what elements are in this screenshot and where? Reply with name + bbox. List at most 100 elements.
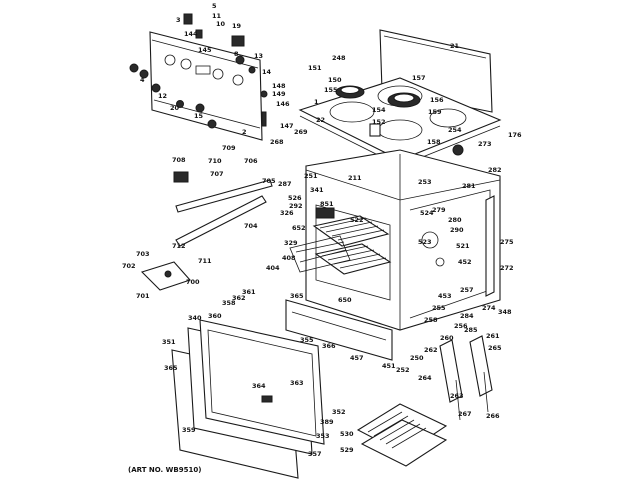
- callout-357: 357: [308, 450, 322, 458]
- callout-14: 14: [262, 68, 272, 76]
- callout-275: 275: [500, 238, 514, 246]
- callout-292: 292: [289, 202, 303, 210]
- callout-280: 280: [448, 216, 462, 224]
- callout-452: 452: [458, 258, 472, 266]
- callout-3: 3: [176, 16, 181, 24]
- callout-274: 274: [482, 304, 496, 312]
- callout-348: 348: [498, 308, 512, 316]
- callout-261: 261: [486, 332, 500, 340]
- callout-284: 284: [460, 312, 474, 320]
- oven-cabinet: [305, 149, 501, 331]
- callout-157: 157: [412, 74, 426, 82]
- callout-248: 248: [332, 54, 346, 62]
- callout-711: 711: [198, 257, 212, 265]
- callout-159: 159: [428, 108, 442, 116]
- callout-269: 269: [294, 128, 308, 136]
- callout-358: 358: [222, 299, 236, 307]
- callout-352: 352: [332, 408, 346, 416]
- callout-10: 10: [216, 20, 226, 28]
- callout-21: 21: [450, 42, 460, 50]
- callout-712: 712: [172, 242, 186, 250]
- art-number-caption: (ART NO. WB9510): [128, 466, 202, 474]
- callout-272: 272: [500, 264, 514, 272]
- callout-340: 340: [188, 314, 202, 322]
- oven-racks: [312, 207, 392, 275]
- side-rails: [175, 179, 495, 297]
- callout-700: 700: [186, 278, 200, 286]
- callout-710: 710: [208, 157, 222, 165]
- callout-351: 351: [162, 338, 176, 346]
- callout-650: 650: [338, 296, 352, 304]
- callout-523: 523: [418, 238, 432, 246]
- oven-door: [171, 319, 325, 479]
- callout-363: 363: [290, 379, 304, 387]
- callout-851: 851: [320, 200, 334, 208]
- callout-364: 364: [252, 382, 266, 390]
- callout-457: 457: [350, 354, 364, 362]
- callout-258: 258: [424, 316, 438, 324]
- callout-254: 254: [448, 126, 462, 134]
- callout-211: 211: [348, 174, 362, 182]
- callout-524: 524: [420, 209, 434, 217]
- callout-156: 156: [430, 96, 444, 104]
- callout-13: 13: [254, 52, 263, 60]
- callout-362: 362: [232, 294, 246, 302]
- callout-264: 264: [418, 374, 432, 382]
- callout-11: 11: [212, 12, 222, 20]
- callout-355: 355: [300, 336, 314, 344]
- callout-703: 703: [136, 250, 150, 258]
- callout-147: 147: [280, 122, 294, 130]
- callout-365: 365: [164, 364, 178, 372]
- callout-287: 287: [278, 180, 292, 188]
- callout-453: 453: [438, 292, 452, 300]
- callout-15: 15: [194, 112, 204, 120]
- callout-1: 1: [314, 98, 319, 106]
- callout-255: 255: [432, 304, 446, 312]
- callout-19: 19: [232, 22, 242, 30]
- callout-262: 262: [424, 346, 438, 354]
- surface-elements: [335, 85, 464, 156]
- callout-408: 408: [282, 254, 296, 262]
- callout-145: 145: [198, 46, 212, 54]
- callout-365: 365: [290, 292, 304, 300]
- broiler-element: [289, 235, 351, 273]
- callout-151: 151: [308, 64, 322, 72]
- callout-257: 257: [460, 286, 474, 294]
- callout-176: 176: [508, 131, 522, 139]
- broiler-pan: [356, 403, 448, 467]
- callout-253: 253: [418, 178, 432, 186]
- callout-709: 709: [222, 144, 236, 152]
- callout-329: 329: [284, 239, 298, 247]
- callout-290: 290: [450, 226, 464, 234]
- callout-285: 285: [464, 326, 478, 334]
- door-hinges: [439, 335, 493, 421]
- callout-526: 526: [288, 194, 302, 202]
- callout-530: 530: [340, 430, 354, 438]
- callout-22: 22: [316, 116, 325, 124]
- callout-267: 267: [458, 410, 472, 418]
- callout-652: 652: [292, 224, 306, 232]
- callout-251: 251: [304, 172, 318, 180]
- callout-152: 152: [372, 118, 386, 126]
- callout-2: 2: [242, 128, 247, 136]
- callout-158: 158: [427, 138, 441, 146]
- callout-704: 704: [244, 222, 258, 230]
- callout-252: 252: [396, 366, 410, 374]
- callout-451: 451: [382, 362, 396, 370]
- callout-522: 522: [350, 216, 364, 224]
- callout-282: 282: [488, 166, 502, 174]
- callout-266: 266: [486, 412, 500, 420]
- callout-353: 353: [316, 432, 330, 440]
- callout-708: 708: [172, 156, 186, 164]
- callout-273: 273: [478, 140, 492, 148]
- callout-521: 521: [456, 242, 470, 250]
- callout-360: 360: [208, 312, 222, 320]
- callout-359: 359: [182, 426, 196, 434]
- callout-155: 155: [324, 86, 338, 94]
- callout-706: 706: [244, 157, 258, 165]
- callout-148: 148: [272, 82, 286, 90]
- callout-702: 702: [122, 262, 136, 270]
- callout-144: 144: [184, 30, 198, 38]
